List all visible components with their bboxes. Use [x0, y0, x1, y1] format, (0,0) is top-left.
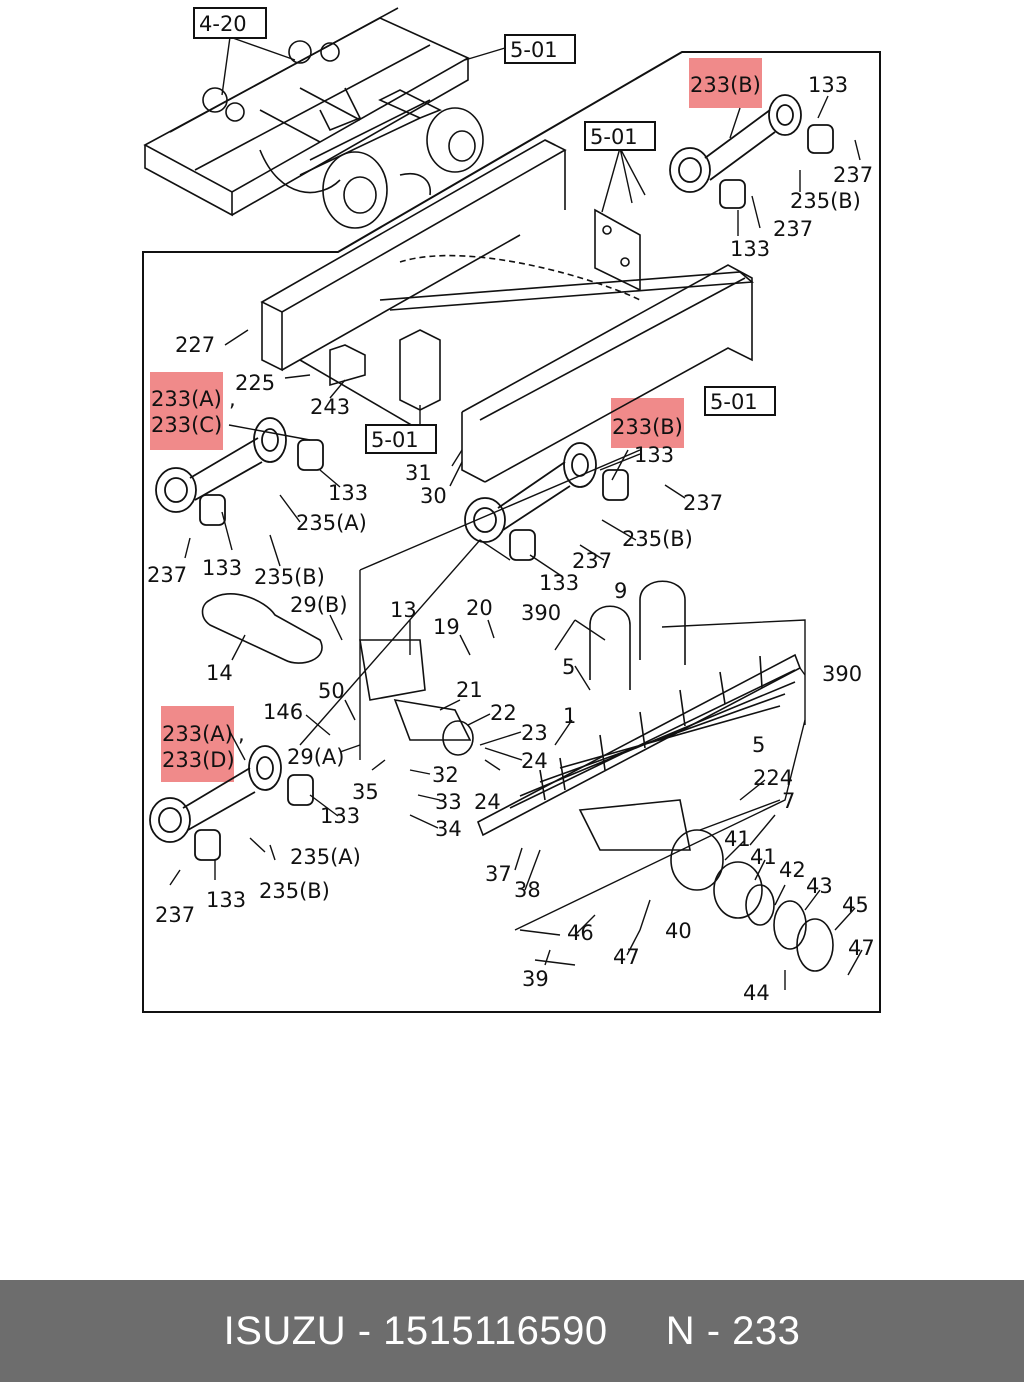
callout-237-m1: 237: [683, 491, 723, 515]
highlight-233a-233d: [161, 706, 234, 782]
callout-235b-top: 235(B): [790, 189, 861, 213]
callout-39: 39: [522, 967, 549, 991]
callout-37: 37: [485, 862, 512, 886]
ref-box-5-01-a: [504, 34, 576, 64]
callout-133-m1: 133: [634, 443, 674, 467]
diagram-frame: [142, 51, 881, 1013]
callout-133-l2: 133: [202, 556, 242, 580]
callout-9: 9: [614, 579, 627, 603]
ref-box-5-01-b: [584, 121, 656, 151]
highlight-233b-top: [689, 58, 762, 108]
callout-23: 23: [521, 721, 548, 745]
callout-237-top1: 237: [833, 163, 873, 187]
callout-14: 14: [206, 661, 233, 685]
callout-labels: 233(B) 133 237 235(B) 237 133 227 225 24…: [147, 73, 875, 1005]
callout-133-m2: 133: [539, 571, 579, 595]
callout-237-top2: 237: [773, 217, 813, 241]
callout-224: 224: [753, 766, 793, 790]
callout-233b-top: 233(B): [690, 73, 761, 97]
callout-5a: 5: [562, 655, 575, 679]
callout-237-m2: 237: [572, 549, 612, 573]
callout-35: 35: [352, 780, 379, 804]
ref-box-5-01-c: [704, 386, 776, 416]
callout-133-top: 133: [808, 73, 848, 97]
callout-133-top2: 133: [730, 237, 770, 261]
callout-40: 40: [665, 919, 692, 943]
callout-233c: 233(C): [151, 413, 222, 437]
ref-box-5-01-d: [365, 424, 437, 454]
frame-rail-drawing: [260, 139, 755, 483]
callout-233d: 233(D): [162, 748, 235, 772]
callout-31: 31: [405, 461, 432, 485]
callout-133-b2: 133: [206, 888, 246, 912]
callout-comma-2: ,: [238, 722, 245, 746]
torque-rod-drawings: [149, 94, 834, 861]
ref-5-01-b: 5-01: [590, 125, 638, 149]
callout-237-l1: 237: [147, 563, 187, 587]
callout-41a: 41: [724, 827, 751, 851]
ref-5-01-d: 5-01: [371, 428, 419, 452]
leader-lines: [169, 36, 863, 990]
ref-box-4-20: [193, 7, 267, 39]
callout-243: 243: [310, 395, 350, 419]
callout-24a: 24: [521, 749, 548, 773]
callout-47b: 47: [848, 936, 875, 960]
callout-390b: 390: [822, 662, 862, 686]
callout-50: 50: [318, 679, 345, 703]
callout-41b: 41: [750, 845, 777, 869]
highlight-boxes: [150, 58, 762, 782]
callout-233a-1: 233(A): [151, 387, 222, 411]
callout-133-l1: 133: [328, 481, 368, 505]
callout-42: 42: [779, 858, 806, 882]
callout-5b: 5: [752, 733, 765, 757]
ref-5-01-a: 5-01: [510, 38, 558, 62]
reference-boxes: [193, 7, 776, 454]
callout-13: 13: [390, 598, 417, 622]
part-number-footer: ISUZU - 1515116590 N - 233: [0, 1280, 1024, 1382]
chassis-overview-drawing: [143, 7, 484, 229]
callout-225: 225: [235, 371, 275, 395]
highlight-233a-233c: [150, 372, 223, 450]
callout-19: 19: [433, 615, 460, 639]
callout-33: 33: [435, 790, 462, 814]
ref-4-20: 4-20: [199, 12, 247, 36]
ref-5-01-c: 5-01: [710, 390, 758, 414]
callout-47a: 47: [613, 945, 640, 969]
callout-390a: 390: [521, 601, 561, 625]
callout-43: 43: [806, 874, 833, 898]
callout-45: 45: [842, 893, 869, 917]
callout-24b: 24: [474, 790, 501, 814]
callout-235a-b: 235(A): [290, 845, 361, 869]
callout-133-b1: 133: [320, 804, 360, 828]
callout-29b: 29(B): [290, 593, 348, 617]
callout-29a: 29(A): [287, 745, 344, 769]
callout-235a-l1: 235(A): [296, 511, 367, 535]
callout-44: 44: [743, 981, 770, 1005]
reference-labels: 4-20 5-01 5-01 5-01 5-01: [199, 12, 758, 452]
callout-235b-b: 235(B): [259, 879, 330, 903]
callout-38: 38: [514, 878, 541, 902]
callout-7: 7: [782, 789, 795, 813]
callout-21: 21: [456, 678, 483, 702]
callout-235b-l1: 235(B): [254, 565, 325, 589]
callout-32: 32: [432, 763, 459, 787]
callout-233b-mid: 233(B): [612, 415, 683, 439]
callout-1: 1: [563, 704, 576, 728]
footer-part-label: ISUZU - 1515116590 N - 233: [223, 1308, 801, 1353]
callout-comma-1: ,: [229, 387, 236, 411]
callout-235b-m1: 235(B): [622, 527, 693, 551]
callout-237-b: 237: [155, 903, 195, 927]
exploded-parts-diagram: 4-20 5-01 5-01 5-01 5-01 233(B) 133 237 …: [142, 7, 881, 1013]
callout-34: 34: [435, 817, 462, 841]
leaf-spring-drawing: [201, 580, 834, 972]
callout-227: 227: [175, 333, 215, 357]
callout-146: 146: [263, 700, 303, 724]
callout-46: 46: [567, 921, 594, 945]
callout-20: 20: [466, 596, 493, 620]
callout-233a-2: 233(A): [162, 722, 233, 746]
callout-30: 30: [420, 484, 447, 508]
callout-22: 22: [490, 701, 517, 725]
